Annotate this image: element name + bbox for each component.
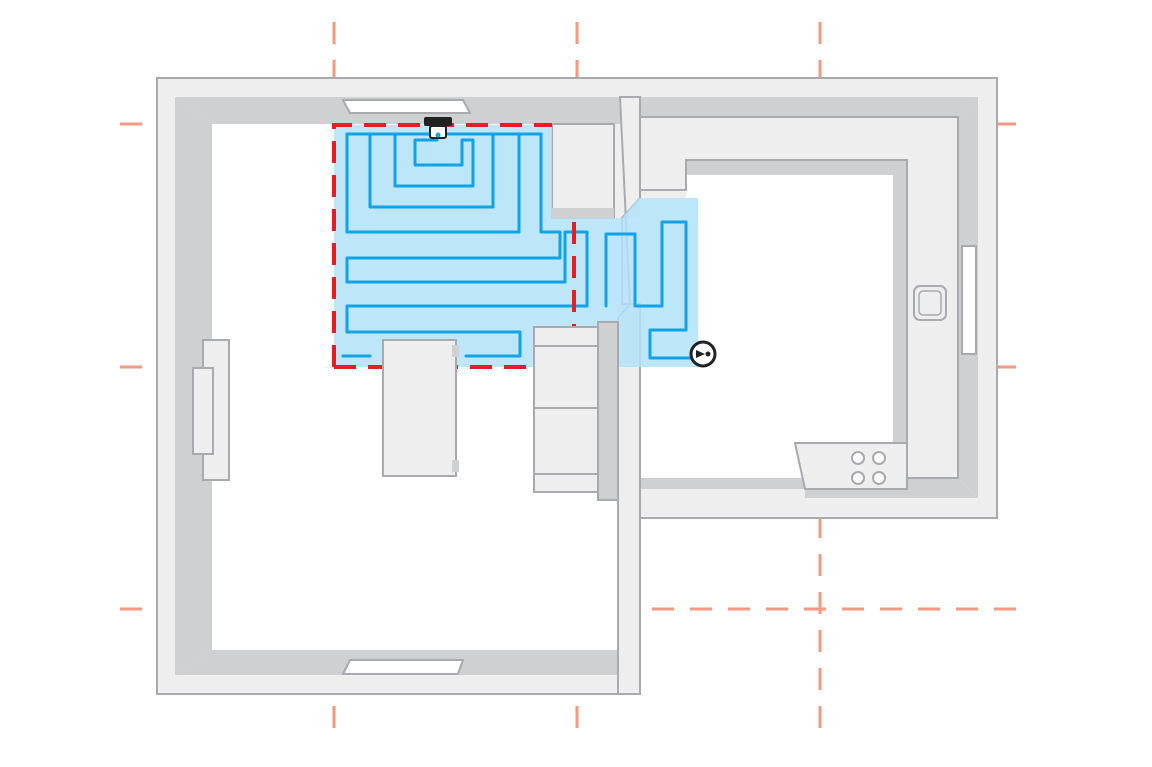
- cleaned-zone: [332, 123, 698, 369]
- desk: [382, 339, 459, 477]
- sofa: [533, 321, 619, 501]
- window-top: [341, 99, 472, 114]
- cleaning-path: [341, 132, 692, 360]
- stove-top: [793, 442, 908, 490]
- sink: [913, 285, 947, 321]
- wardrobe-shade: [552, 208, 614, 218]
- window-right: [961, 245, 977, 355]
- wardrobe: [551, 123, 615, 219]
- window-bottom: [341, 659, 465, 675]
- robot-vacuum-icon: [689, 340, 717, 368]
- kitchen-bevel-top: [640, 97, 978, 117]
- tv-cabinet: [192, 339, 230, 481]
- charging-dock-icon: [424, 117, 452, 139]
- kitchen-counter-top: [639, 116, 959, 479]
- furniture: [192, 285, 947, 501]
